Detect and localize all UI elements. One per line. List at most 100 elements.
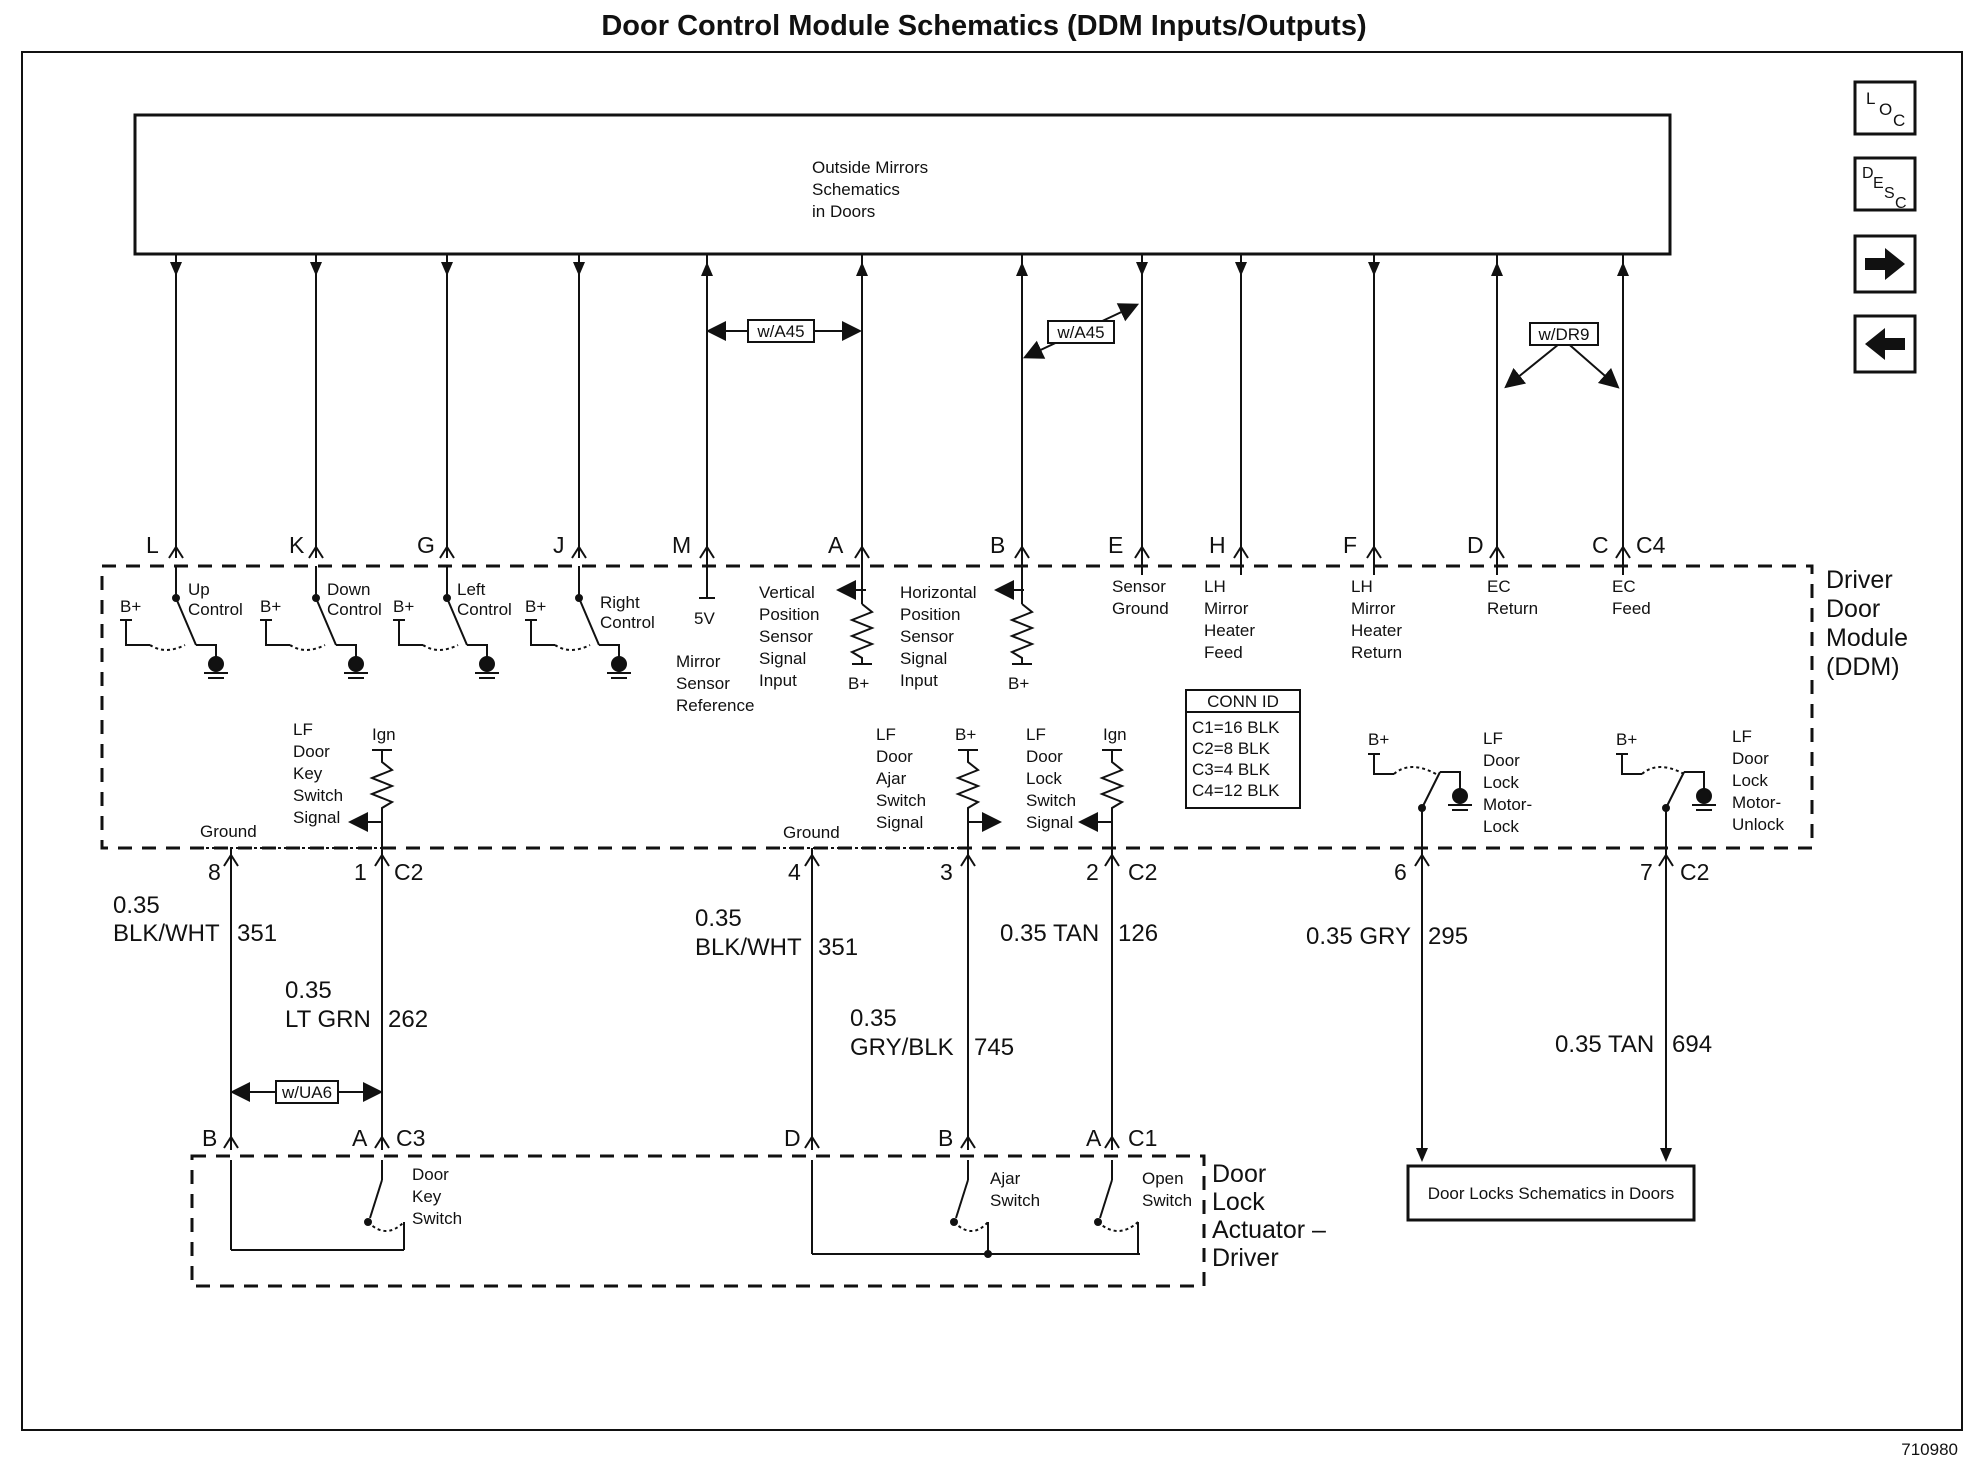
svg-text:Ground: Ground	[783, 823, 840, 842]
svg-text:Switch: Switch	[412, 1209, 462, 1228]
svg-text:GRY/BLK: GRY/BLK	[850, 1034, 954, 1061]
svg-text:Ign: Ign	[1103, 725, 1127, 744]
svg-text:C: C	[1592, 532, 1609, 558]
svg-text:L: L	[146, 532, 159, 558]
svg-text:B+: B+	[848, 674, 869, 693]
svg-text:LT GRN: LT GRN	[285, 1006, 371, 1033]
svg-text:EC: EC	[1487, 577, 1511, 596]
svg-text:B: B	[990, 532, 1005, 558]
left-arrow-icon	[1865, 328, 1905, 360]
svg-text:F: F	[1343, 532, 1357, 558]
ddm-name: Driver Door Module (DDM)	[1826, 566, 1908, 681]
outside-mirrors-box: Outside Mirrors Schematics in Doors	[133, 113, 1672, 256]
up-control-label: Up	[188, 580, 210, 599]
svg-text:LH: LH	[1351, 577, 1373, 596]
svg-text:B+: B+	[955, 725, 976, 744]
svg-text:C: C	[1893, 111, 1905, 130]
svg-text:0.35 GRY: 0.35 GRY	[1306, 923, 1411, 950]
svg-text:Sensor: Sensor	[676, 674, 730, 693]
svg-text:Signal: Signal	[293, 808, 340, 827]
svg-text:Key: Key	[412, 1187, 442, 1206]
svg-text:Door: Door	[293, 742, 330, 761]
svg-text:Key: Key	[293, 764, 323, 783]
svg-text:Driver: Driver	[1826, 566, 1893, 594]
down-control-label-2: Control	[327, 600, 382, 619]
svg-text:Door: Door	[412, 1165, 449, 1184]
svg-text:C: C	[1895, 195, 1907, 212]
svg-text:3: 3	[940, 859, 953, 885]
actuator-name: Door Lock Actuator – Driver	[1212, 1160, 1326, 1272]
down-control-label: Down	[327, 580, 370, 599]
ground-icons	[204, 656, 631, 679]
svg-text:0.35 TAN: 0.35 TAN	[1555, 1031, 1654, 1058]
svg-text:J: J	[553, 532, 565, 558]
svg-text:C3: C3	[396, 1125, 425, 1151]
svg-text:0.35: 0.35	[850, 1005, 897, 1032]
svg-text:Reference: Reference	[676, 696, 754, 715]
right-control-label-2: Control	[600, 613, 655, 632]
svg-text:B: B	[202, 1125, 217, 1151]
svg-text:Open: Open	[1142, 1169, 1184, 1188]
svg-text:C1=16 BLK: C1=16 BLK	[1192, 718, 1280, 737]
svg-text:LF: LF	[1026, 725, 1046, 744]
forward-button[interactable]	[1853, 234, 1917, 294]
svg-text:7: 7	[1640, 859, 1653, 885]
svg-text:Door Locks Schematics in Doors: Door Locks Schematics in Doors	[1428, 1184, 1675, 1203]
svg-text:Door: Door	[1026, 747, 1063, 766]
b-plus-label: B+	[525, 597, 546, 616]
svg-text:Unlock: Unlock	[1732, 815, 1784, 834]
lock-motor-relays	[1368, 753, 1705, 842]
ddm-top-chevrons	[168, 545, 1631, 559]
svg-text:Lock: Lock	[1026, 769, 1062, 788]
key-switch-signal-label: Ign LF Door Key Switch Signal Ground	[200, 720, 396, 841]
svg-text:Return: Return	[1487, 599, 1538, 618]
svg-text:6: 6	[1394, 859, 1407, 885]
svg-text:8: 8	[208, 859, 221, 885]
svg-text:A: A	[1086, 1125, 1102, 1151]
svg-text:Switch: Switch	[876, 791, 926, 810]
svg-text:Signal: Signal	[1026, 813, 1073, 832]
svg-text:K: K	[289, 532, 305, 558]
svg-text:C2: C2	[1680, 859, 1709, 885]
svg-text:Lock: Lock	[1212, 1188, 1265, 1216]
svg-text:Door: Door	[876, 747, 913, 766]
door-locks-arrows	[1416, 1148, 1672, 1162]
svg-text:Ign: Ign	[372, 725, 396, 744]
door-locks-schematics-box: Door Locks Schematics in Doors	[1406, 1164, 1696, 1222]
option-a45-right: w/A45	[1022, 303, 1140, 359]
svg-text:Vertical: Vertical	[759, 583, 815, 602]
svg-text:2: 2	[1086, 859, 1099, 885]
svg-text:0.35 TAN: 0.35 TAN	[1000, 920, 1099, 947]
relay-ground-icons	[1448, 788, 1716, 811]
svg-text:Ajar: Ajar	[876, 769, 907, 788]
vertical-sensor	[836, 558, 875, 665]
svg-text:Outside Mirrors: Outside Mirrors	[812, 158, 928, 177]
svg-text:D: D	[784, 1125, 801, 1151]
svg-text:w/A45: w/A45	[1056, 323, 1104, 342]
svg-text:LF: LF	[293, 720, 313, 739]
description-button[interactable]: D E S C	[1853, 156, 1917, 212]
svg-text:Feed: Feed	[1204, 643, 1243, 662]
svg-text:C2=8 BLK: C2=8 BLK	[1192, 739, 1271, 758]
svg-text:4: 4	[788, 859, 801, 885]
svg-text:Mirror: Mirror	[676, 652, 721, 671]
svg-text:Return: Return	[1351, 643, 1402, 662]
svg-text:Lock: Lock	[1732, 771, 1768, 790]
svg-text:G: G	[417, 532, 435, 558]
left-control-label: Left	[457, 580, 486, 599]
back-button[interactable]	[1853, 314, 1917, 374]
svg-text:295: 295	[1428, 923, 1468, 950]
svg-text:B+: B+	[1008, 674, 1029, 693]
svg-text:Signal: Signal	[759, 649, 806, 668]
svg-text:w/DR9: w/DR9	[1537, 325, 1589, 344]
svg-text:Input: Input	[759, 671, 797, 690]
svg-text:BLK/WHT: BLK/WHT	[113, 920, 220, 947]
option-ua6: w/UA6	[230, 1080, 383, 1104]
svg-text:351: 351	[237, 920, 277, 947]
location-button[interactable]: L O C	[1853, 80, 1917, 136]
svg-text:Mirror: Mirror	[1204, 599, 1249, 618]
svg-text:LF: LF	[1732, 727, 1752, 746]
svg-text:Signal: Signal	[900, 649, 947, 668]
horizontal-sensor-label: Horizontal Position Sensor Signal Input …	[900, 583, 1029, 693]
svg-text:351: 351	[818, 934, 858, 961]
